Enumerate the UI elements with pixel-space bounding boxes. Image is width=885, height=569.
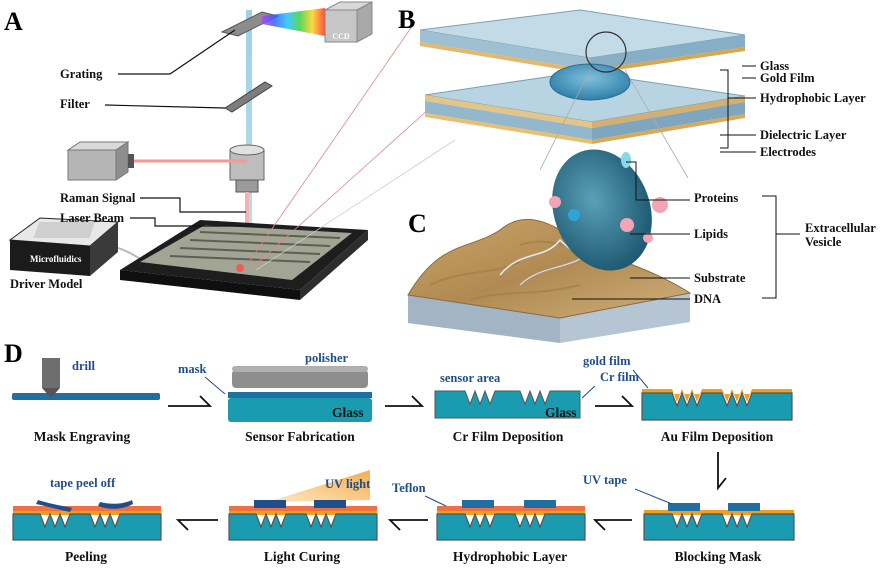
leader-uv-tape <box>634 488 673 505</box>
label-grating: Grating <box>60 67 103 81</box>
step-hydrophobic <box>436 500 586 541</box>
leader-raman-signal <box>140 197 246 213</box>
label-drill: drill <box>72 359 95 373</box>
dispersed-spectrum <box>262 8 325 36</box>
label-sensor-area: sensor area <box>440 371 501 385</box>
ccd-label: CCD <box>332 32 350 41</box>
leader-mask <box>204 376 226 395</box>
label-lipids: Lipids <box>694 227 728 241</box>
arrow-step2-3 <box>385 395 425 407</box>
label-tape-peel-off: tape peel off <box>50 476 116 490</box>
zoom-line-2 <box>251 107 431 269</box>
arrow-step7-8 <box>175 519 218 531</box>
label-gold-film: Gold Film <box>760 71 815 85</box>
step-label-6: Hydrophobic Layer <box>453 549 567 564</box>
step-label-4: Au Film Deposition <box>661 429 774 444</box>
label-dna: DNA <box>694 292 721 306</box>
label-raman-signal: Raman Signal <box>60 191 136 205</box>
leader-grating <box>118 29 236 75</box>
label-glass: Glass <box>760 59 789 73</box>
step-au-film <box>641 389 793 421</box>
label-glass-step2: Glass <box>332 405 364 420</box>
leader-teflon <box>424 495 447 507</box>
step-sensor-fabrication <box>228 366 372 422</box>
label-uv-tape: UV tape <box>583 473 627 487</box>
objective-lens <box>229 144 265 193</box>
chip-stage <box>120 220 368 300</box>
label-cr-film: Cr film <box>600 370 640 384</box>
filter-element <box>224 81 273 113</box>
ev-scene <box>407 149 692 343</box>
label-filter: Filter <box>60 97 90 111</box>
label-proteins: Proteins <box>694 191 738 205</box>
microfluidics-driver: Microfluidics <box>8 217 120 276</box>
arrow-step3-4 <box>595 395 635 407</box>
bracket-hydrophobic <box>720 69 729 149</box>
optical-beam-path <box>246 10 252 265</box>
step-light-curing <box>228 470 378 541</box>
arrow-step1-2 <box>168 395 213 407</box>
zoom-line-bc-1 <box>539 69 591 171</box>
label-polisher: polisher <box>305 351 349 365</box>
label-extracellular: Extracellular <box>805 221 876 235</box>
label-gold-film-d: gold film <box>583 354 631 368</box>
panel-label-d: D <box>4 339 23 368</box>
step-label-3: Cr Film Deposition <box>453 429 564 444</box>
label-teflon: Teflon <box>392 481 426 495</box>
leader-gold-film-d <box>632 369 649 389</box>
label-vesicle: Vesicle <box>805 235 842 249</box>
leader-cr-film <box>581 385 596 399</box>
driver-brand: Microfluidics <box>30 254 82 264</box>
panel-label-c: C <box>408 209 427 238</box>
label-hydrophobic-layer: Hydrophobic Layer <box>760 91 866 105</box>
label-laser-beam: Laser Beam <box>60 211 125 225</box>
arrow-step6-7 <box>387 519 428 531</box>
label-substrate: Substrate <box>694 271 746 285</box>
zoom-line-1 <box>246 21 416 266</box>
label-electrodes: Electrodes <box>760 145 816 159</box>
label-driver-model: Driver Model <box>10 277 83 291</box>
label-glass-step3: Glass <box>545 405 577 420</box>
leader-filter <box>104 104 226 109</box>
zoom-line-3 <box>255 139 456 271</box>
step-blocking-mask <box>643 503 795 541</box>
step-label-1: Mask Engraving <box>34 429 131 444</box>
arrow-step4-5 <box>717 452 727 491</box>
step-cr-film <box>434 389 581 419</box>
step-mask-engraving <box>12 358 160 400</box>
bracket-ev <box>762 195 777 299</box>
dmf-device <box>419 9 746 144</box>
label-uv-light: UV light <box>325 477 371 491</box>
leader-laser-beam <box>130 217 246 227</box>
zoom-line-bc-2 <box>624 69 689 179</box>
step-label-5: Blocking Mask <box>675 549 762 564</box>
step-label-7: Light Curing <box>264 549 340 564</box>
laser-source <box>66 141 134 181</box>
leader-proteins <box>626 161 690 201</box>
panel-label-b: B <box>398 5 415 34</box>
panel-label-a: A <box>4 7 23 36</box>
label-mask: mask <box>178 362 207 376</box>
step-peeling <box>12 500 162 541</box>
step-label-2: Sensor Fabrication <box>245 429 355 444</box>
arrow-step5-6 <box>592 519 632 531</box>
label-dielectric-layer: Dielectric Layer <box>760 128 847 142</box>
step-label-8: Peeling <box>65 549 107 564</box>
ccd-camera: CCD <box>324 1 373 43</box>
